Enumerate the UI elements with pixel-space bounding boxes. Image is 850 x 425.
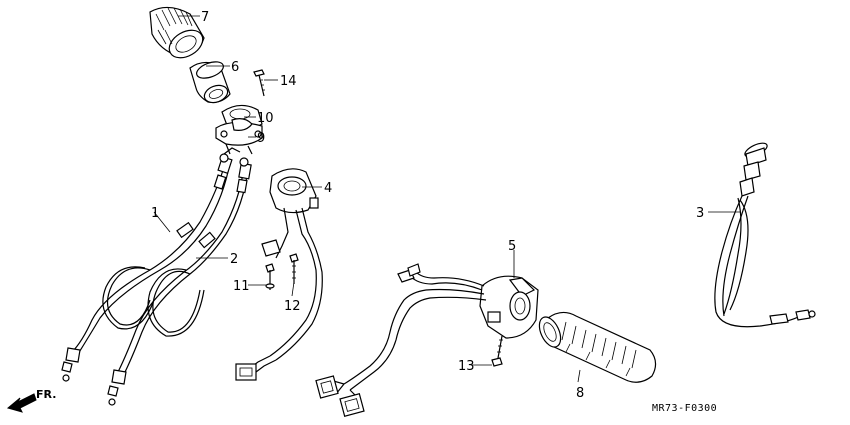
callout-12: 12 bbox=[284, 299, 301, 314]
right-switch-part bbox=[235, 168, 323, 381]
screw-12-part bbox=[289, 253, 299, 284]
throttle-cables-part bbox=[61, 147, 252, 406]
left-switch-part bbox=[315, 263, 539, 418]
callout-2: 2 bbox=[230, 252, 238, 267]
screw-11-part bbox=[265, 263, 275, 290]
throttle-housing-part bbox=[215, 104, 263, 155]
throttle-grip-part bbox=[149, 6, 205, 59]
callout-14: 14 bbox=[280, 74, 297, 89]
front-direction-label: FR. bbox=[36, 388, 56, 401]
throttle-pipe-part bbox=[189, 61, 231, 104]
callout-3: 3 bbox=[696, 206, 704, 221]
diagram-code: MR73-F0300 bbox=[652, 403, 717, 414]
screw-14-part bbox=[253, 69, 265, 97]
callout-9: 9 bbox=[257, 131, 265, 146]
callout-8: 8 bbox=[576, 386, 584, 401]
callout-4: 4 bbox=[324, 181, 332, 196]
front-direction-arrow: FR. bbox=[6, 388, 56, 413]
screw-13-part bbox=[491, 335, 503, 367]
callout-5: 5 bbox=[508, 239, 516, 254]
callout-13: 13 bbox=[458, 359, 475, 374]
left-grip-part bbox=[538, 311, 657, 383]
callout-1: 1 bbox=[151, 206, 159, 221]
callout-10: 10 bbox=[257, 111, 274, 126]
leader-lines bbox=[153, 15, 740, 383]
callout-7: 7 bbox=[201, 10, 209, 25]
callout-6: 6 bbox=[231, 60, 239, 75]
callout-11: 11 bbox=[233, 279, 250, 294]
choke-cable-part bbox=[714, 142, 816, 328]
